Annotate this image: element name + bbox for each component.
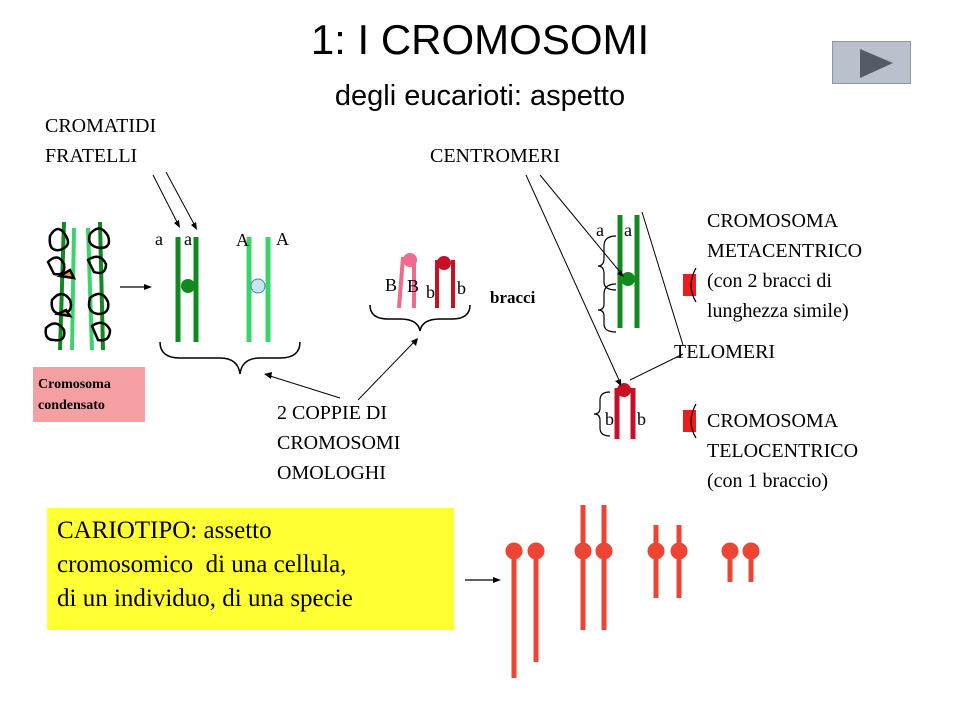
chromosome-aa [175,237,199,342]
next-slide-button[interactable] [832,41,911,84]
chromosome-BB [397,253,417,309]
telocentric-label: CROMOSOMA TELOCENTRICO (con 1 braccio) [707,410,859,492]
allele-label-a3: a [596,220,604,240]
allele-label-b3: b [605,409,614,429]
telomeres-label: TELOMERI [674,341,776,363]
karyotype-term: CARIOTIPO [57,517,191,544]
allele-label-B2: B [407,276,420,296]
allele-label-b2: b [457,278,466,298]
telocentric-pointer-icon [683,403,697,439]
metacentric-pointer-icon [683,267,697,303]
allele-label-a1: a [155,229,163,249]
homolog-pairs-label: 2 COPPIE DI CROMOSOMI OMOLOGHI [277,402,401,484]
metacentric-label: CROMOSOMA METACENTRICO (con 2 bracci di … [707,210,863,322]
karyotype-definition-box: CARIOTIPO: assetto cromosomico di una ce… [47,508,454,630]
allele-label-B1: B [385,275,398,295]
condensed-chromosome-drawing [44,221,112,351]
karyotype-definition: : assetto [190,517,272,544]
telocentric-chromosome [614,383,636,439]
allele-label-b4: b [637,409,646,429]
sister-chromatids-label: CROMATIDI FRATELLI [45,115,157,167]
page-title: 1: I CROMOSOMI [310,16,650,63]
condensed-chromosome-label: Cromosoma condensato [33,367,145,422]
allele-label-A2: A [276,229,289,249]
karyotype-chromosomes [505,505,760,678]
karyotype-line-2: cromosomico di una cellula, [57,551,347,578]
page-subtitle: degli eucarioti: aspetto [334,80,626,112]
chromosome-AA [246,237,271,342]
karyotype-line-3: di un individuo, di una specie [57,585,353,612]
allele-label-a4: a [624,220,632,240]
chromosome-bb [435,256,455,308]
allele-label-b1: b [426,282,435,302]
arms-label: bracci [490,288,536,307]
centromeres-label: CENTROMERI [430,145,560,167]
play-triangle-icon [860,49,893,78]
allele-label-a2: a [184,229,192,249]
allele-label-A1: A [236,230,249,250]
